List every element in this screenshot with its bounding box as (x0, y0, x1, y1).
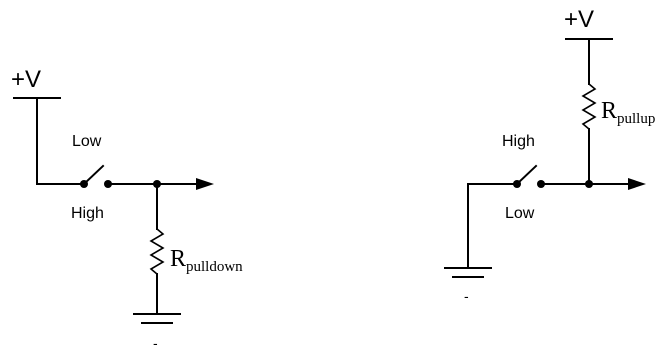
pullup-resistor-letter: R (601, 98, 617, 124)
pulldown-switch-label-upper: Low (72, 133, 102, 150)
pullup-switch-label-lower: Low (505, 205, 535, 222)
pulldown-switch (80, 164, 112, 188)
pullup-junction-dot (585, 180, 593, 188)
pulldown-circuit: +V Low High Rpulldown - (11, 66, 243, 351)
pulldown-switch-label-lower: High (71, 205, 104, 222)
pulldown-resistor-subscript: pulldown (186, 259, 243, 275)
pulldown-resistor-icon (149, 228, 165, 275)
pullup-ground-icon (444, 267, 492, 278)
pullup-resistor-icon (581, 83, 597, 130)
pullup-supply-label: +V (564, 6, 594, 33)
pulldown-ground-mark: - (153, 335, 158, 351)
pullup-resistor-label: Rpullup (601, 98, 655, 127)
pullup-switch-lever (515, 164, 538, 186)
pulldown-resistor-label: Rpulldown (170, 246, 243, 275)
pullup-resistor-subscript: pullup (617, 111, 655, 127)
pullup-switch-label-upper: High (502, 133, 535, 150)
pulldown-supply-label: +V (11, 66, 41, 93)
pullup-switch (513, 164, 545, 188)
pulldown-ground-icon (133, 313, 181, 324)
pulldown-output-arrow-icon (196, 178, 214, 190)
pulldown-switch-lever (82, 164, 105, 186)
pullup-output-arrow-icon (628, 178, 646, 190)
pulldown-resistor-letter: R (170, 246, 186, 272)
pullup-circuit: +V Rpullup - High Low (444, 6, 655, 304)
pullup-ground-mark: - (464, 288, 469, 304)
